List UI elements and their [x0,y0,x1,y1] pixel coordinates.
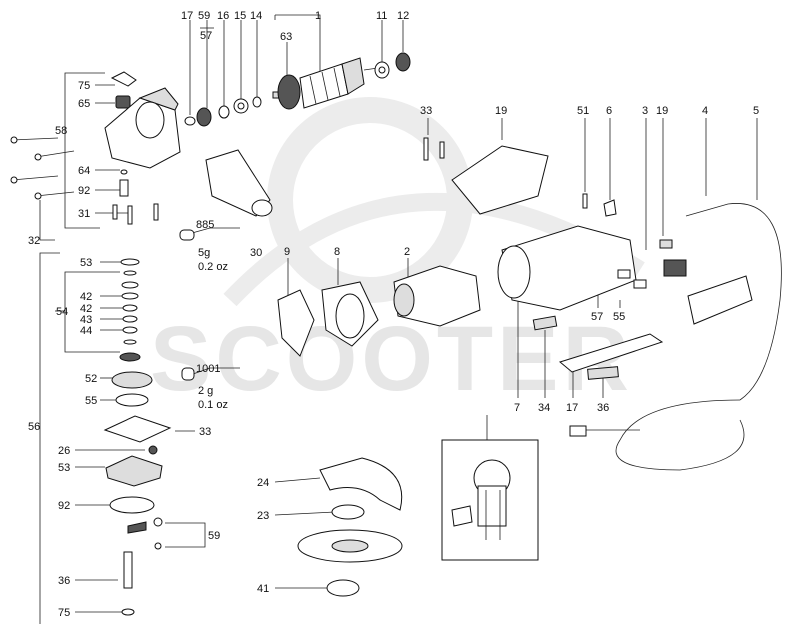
part-label: 6 [606,105,612,117]
part-label: 885 [196,219,214,231]
part-label: 65 [78,98,90,110]
part-label: 75 [78,80,90,92]
part-label: 51 [577,105,589,117]
motor-group [277,265,481,357]
gear-housing [10,71,273,241]
part-label: 34 [538,402,550,414]
part-label: 64 [78,165,90,177]
part-label: 24 [257,477,269,489]
part-label: 75 [58,607,70,619]
part-label: 92 [58,500,70,512]
grease-885-weight: 2 g [198,385,213,397]
part-label: 44 [80,325,92,337]
part-label: 63 [280,31,292,43]
part-label: 57 [200,30,212,42]
part-label: 14 [250,10,262,22]
part-label: 11 [376,10,387,22]
part-label: 42 [80,291,92,303]
part-labels: 17 59 57 16 15 14 1 63 11 12 75 65 58 64… [28,10,759,619]
part-label: 55 [85,395,97,407]
part-label: 26 [58,445,70,457]
spindle-stack [103,258,195,616]
part-label: 16 [217,10,229,22]
part-label: 36 [58,575,70,587]
part-label: 58 [55,125,67,137]
part-label: 2 [404,246,410,258]
part-label: 5 [753,105,759,117]
part-label: 30 [250,247,262,259]
part-label: 19 [495,105,507,117]
leader-lines [39,14,758,624]
part-label: 36 [597,402,609,414]
part-label: 57 [591,311,603,323]
part-label: 53 [80,257,92,269]
armature-assembly [184,52,411,127]
part-label: 1001 [196,363,220,375]
part-label: 54 [56,306,68,318]
part-label: 33 [199,426,211,438]
part-label: 42 [80,303,92,315]
detail-box-1001 [441,439,539,561]
part-label: 23 [257,510,269,522]
watermark-text: SCOOTER [150,308,633,410]
part-label: 52 [85,373,97,385]
part-label: 41 [257,583,269,595]
part-label: 53 [58,462,70,474]
part-label: 17 [566,402,578,414]
part-label: 12 [397,10,409,22]
part-label: 9 [284,246,290,258]
part-label: 59 [198,10,210,22]
part-label: 19 [656,105,668,117]
part-label: 32 [28,235,40,247]
part-label: 3 [642,105,648,117]
part-label: 8 [334,246,340,258]
part-label: 31 [78,208,90,220]
part-label: 15 [234,10,246,22]
part-label: 7 [514,402,520,414]
motor-housing [423,137,782,471]
grease-880-oz: 0.2 oz [198,261,228,273]
guard-and-disc [297,457,403,597]
armature-rotor [277,57,379,110]
part-label: 33 [420,105,432,117]
grease-885-oz: 0.1 oz [198,399,228,411]
part-label: 1 [315,10,321,22]
part-label: 43 [80,314,92,326]
part-label: 56 [28,421,40,433]
part-label: 55 [613,311,625,323]
part-label: 4 [702,105,708,117]
grease-880-weight: 5g [198,247,210,259]
part-label: 17 [181,10,193,22]
part-label: 92 [78,185,90,197]
part-label: 59 [208,530,220,542]
